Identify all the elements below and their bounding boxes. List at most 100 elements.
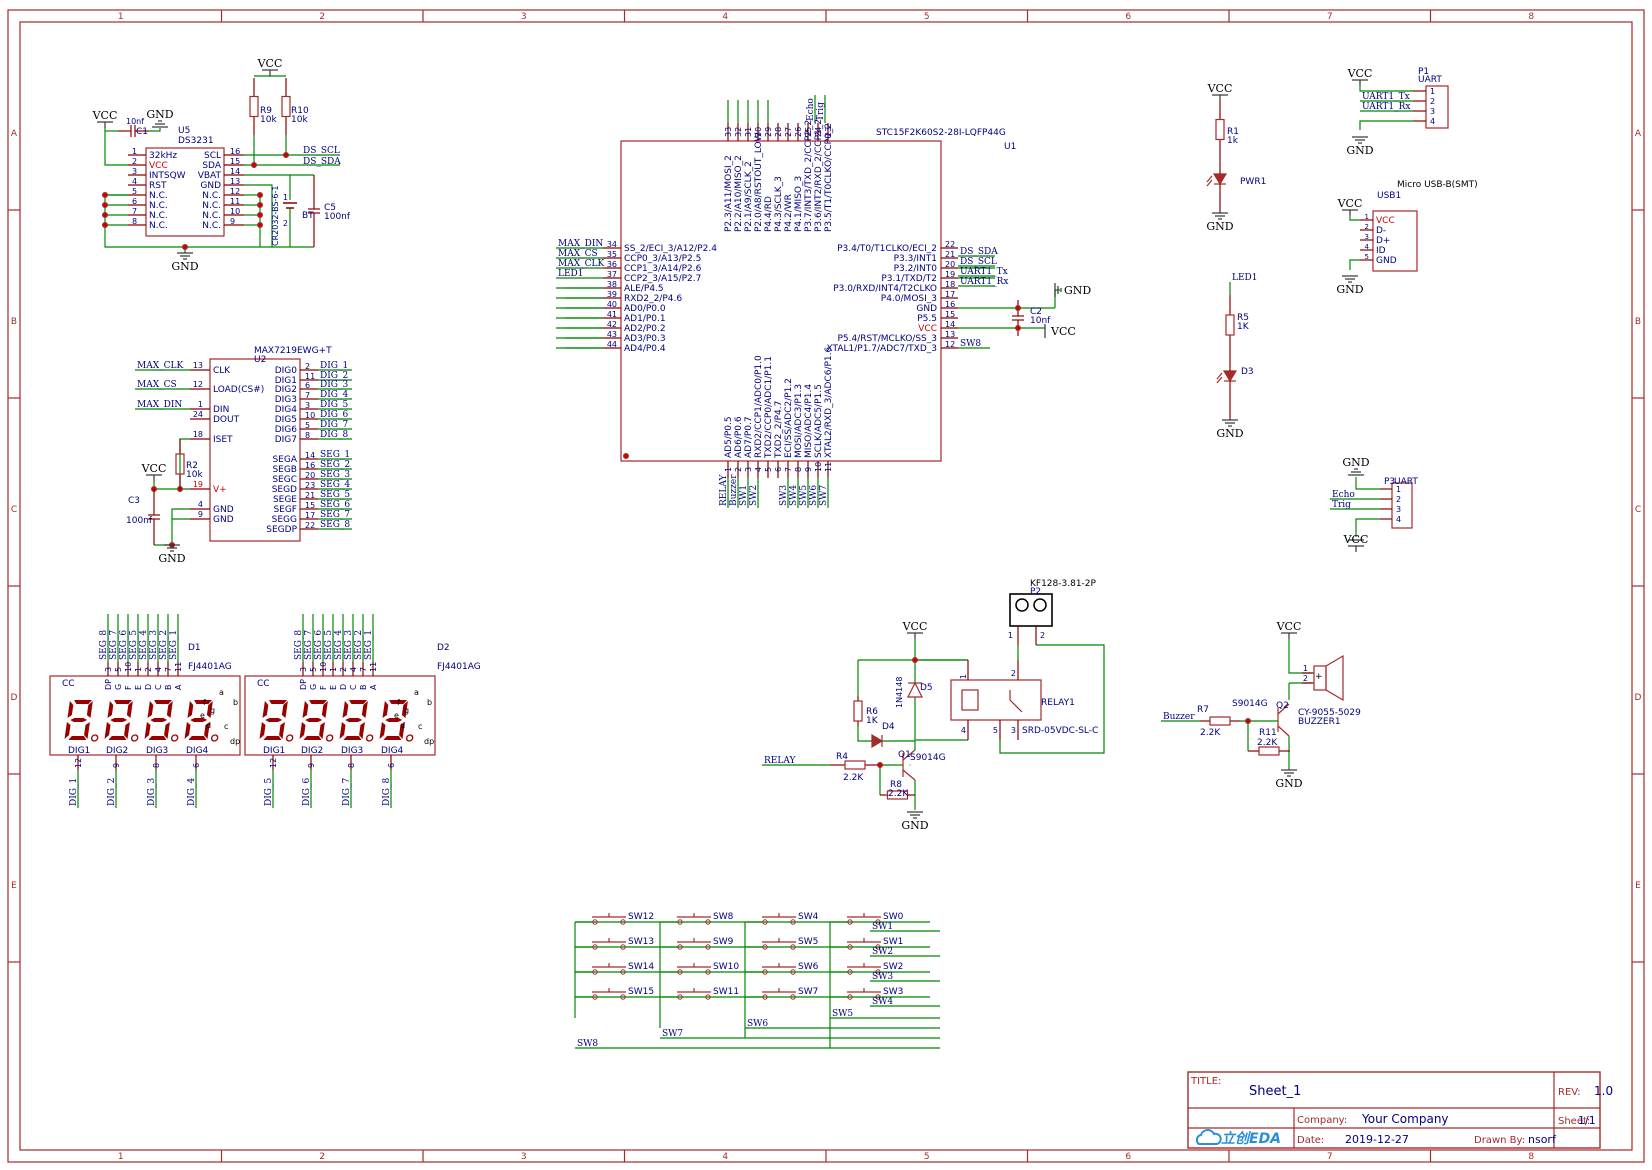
mcu-ref: U1 [1004, 142, 1016, 152]
zone-column-label: 2 [319, 1152, 325, 1162]
pin-name: 32kHz [149, 151, 177, 161]
segment-pin-letter: G [114, 684, 123, 690]
net-label: SEG_6 [320, 500, 350, 510]
pin-number: 38 [607, 280, 617, 289]
net-label: LED1 [1232, 273, 1258, 283]
pin-number: 26 [794, 127, 803, 137]
net-label: SEG_8 [294, 630, 304, 660]
net-label: MAX_DIN [137, 400, 182, 410]
net-label: SEG_5 [324, 630, 334, 660]
wire [1349, 216, 1360, 221]
pin-number: 37 [607, 270, 617, 279]
net-label: SEG_7 [320, 510, 350, 520]
max7219-part: MAX7219EWG+T [254, 346, 332, 356]
q1-emitter [902, 769, 916, 781]
decimal-point [170, 734, 179, 742]
d3-ref: D3 [1241, 367, 1254, 377]
junction-dot [283, 152, 290, 159]
pin-number: 3 [1011, 726, 1016, 735]
segment-pin-letter: E [329, 685, 338, 690]
net-label: DIG_2 [107, 778, 117, 806]
pin-name: AD3/P0.3 [624, 334, 666, 344]
zone-column-label: 6 [1125, 12, 1131, 22]
title-block: TITLE: Sheet_1 REV: 1.0 Company: Your Co… [1187, 1071, 1613, 1149]
display-body [49, 675, 241, 756]
d4-ref: D4 [882, 722, 895, 732]
r11-value: 2.2K [1257, 738, 1278, 748]
pin-number: 11 [174, 662, 183, 672]
net-label: DIG_4 [187, 778, 197, 806]
net-label: SW2 [749, 485, 759, 506]
ds3231-body [145, 147, 225, 237]
relay-coil [961, 689, 979, 711]
pin-number: 7 [784, 467, 793, 472]
switch-contact [875, 994, 881, 1000]
pin-name: SEGG [272, 515, 297, 525]
pin-number: 2 [1396, 495, 1401, 504]
segment [184, 722, 191, 739]
pin-number: 3 [1365, 233, 1369, 241]
zone-row-label: D [11, 693, 18, 703]
r10-value: 10k [291, 115, 308, 125]
resistor [1225, 314, 1235, 336]
decimal-point [365, 734, 374, 742]
relay-contact [1009, 690, 1023, 713]
net-label: Buzzer [729, 474, 739, 506]
p1-ref: P1 [1418, 67, 1429, 77]
switch-contact [847, 919, 853, 925]
pin-name: AD6/P0.6 [734, 416, 744, 458]
segment [190, 718, 208, 722]
gnd-label: GND [1064, 284, 1091, 297]
segment-letter: d [206, 721, 211, 730]
pin-name: N.C. [202, 221, 221, 231]
gnd-label: GND [1216, 427, 1243, 440]
pin-name: GND [213, 515, 234, 525]
pin-name: MOSI/ADC3/P1.3 [794, 384, 804, 458]
rtc-part: DS3231 [178, 136, 214, 146]
segment-pin-letter: B [359, 685, 368, 691]
segment [126, 701, 133, 718]
pin-name: N.C. [202, 191, 221, 201]
switch-ref: SW15 [628, 987, 654, 997]
pwr-led-ref: PWR1 [1240, 177, 1266, 187]
r5-ref: R5 [1237, 313, 1249, 323]
wire [999, 644, 1105, 754]
net-label: SW4 [789, 485, 799, 506]
net-label: SEG_7 [304, 630, 314, 660]
net-label: SW8 [577, 1039, 598, 1049]
pin-number: 6 [305, 381, 310, 390]
segment [343, 736, 362, 740]
component-bodies [49, 69, 1449, 1000]
q1-ref: Q1 [898, 750, 911, 760]
switch-contact [620, 919, 626, 925]
rev-label: REV: [1558, 1087, 1581, 1098]
c5-ref: C5 [324, 203, 336, 213]
net-label: DIG_6 [302, 778, 312, 806]
pin-number: 4 [198, 500, 203, 509]
switch-contact [762, 944, 768, 950]
r11-ref: R11 [1259, 728, 1277, 738]
zone-column-label: 6 [1125, 1152, 1131, 1162]
switch-ref: SW0 [883, 912, 904, 922]
wire [914, 697, 968, 741]
switch-ref: SW9 [713, 937, 734, 947]
pin-name: CCP1_3/A14/P2.6 [624, 264, 702, 274]
pin-name: ALE/P4.5 [624, 284, 664, 294]
pin-name: N.C. [202, 201, 221, 211]
segment-letter: g [210, 706, 215, 715]
c3-ref: C3 [128, 496, 140, 506]
pin-number: 1 [1430, 87, 1435, 96]
segment [108, 736, 127, 740]
junction-dot [251, 162, 258, 169]
wire [1359, 120, 1413, 130]
net-label: SEG_6 [119, 630, 129, 660]
zone-markers [8, 10, 1644, 1162]
zone-row-label: B [1635, 317, 1641, 327]
wire [1355, 477, 1380, 490]
pin-name: AD0/P0.0 [624, 304, 666, 314]
zone-row-label: C [11, 505, 17, 515]
gnd-label: GND [901, 819, 928, 832]
junction-dot [876, 761, 883, 768]
sheet-label: Sheet: [1558, 1116, 1590, 1127]
pin-name: AD5/P0.5 [724, 416, 734, 458]
